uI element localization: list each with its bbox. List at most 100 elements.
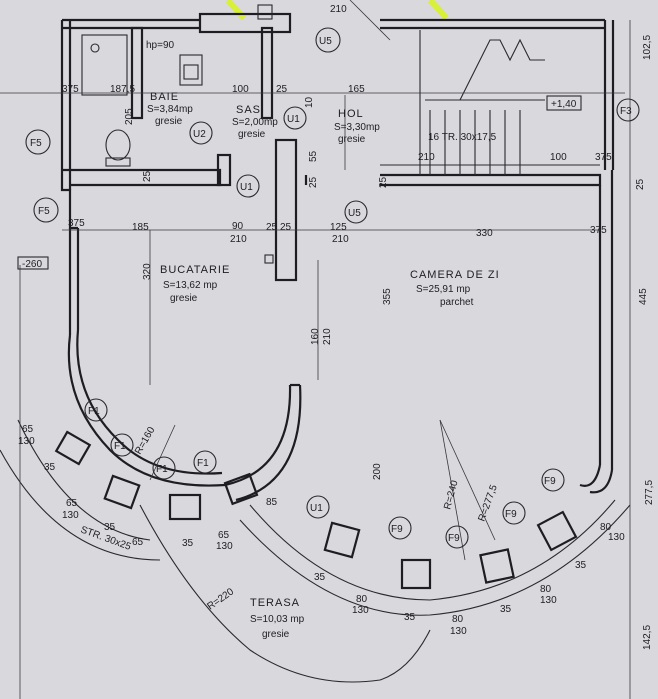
dim-130-c: 130 — [216, 541, 233, 552]
dim-25-g: 25 — [280, 222, 292, 233]
tag-u1-top: U1 — [287, 114, 300, 125]
dim-r2775: R=277,5 — [476, 483, 500, 523]
dim-25-c: 25 — [308, 176, 319, 188]
room-name-bucatarie: BUCATARIE — [160, 264, 230, 276]
room-area-baie: S=3,84mp — [147, 104, 193, 115]
dim-160: 160 — [310, 328, 321, 345]
terrace-arcs — [0, 419, 631, 683]
dim-35-b: 35 — [104, 522, 116, 533]
tag-f5-bottom: F5 — [38, 206, 50, 217]
dim-130-g: 130 — [608, 532, 625, 543]
dim-330: 330 — [476, 228, 493, 239]
opening-tags: F5 F5 U2 U1 U5 U1 U5 F3 F1 F1 F1 F1 U1 F… — [25, 27, 640, 549]
tag-f9-c: F9 — [505, 509, 517, 520]
room-name-hol: HOL — [338, 108, 364, 120]
dim-130-f: 130 — [540, 595, 557, 606]
dim-85: 85 — [266, 497, 278, 508]
highlight-mark-right — [427, 0, 449, 20]
room-area-camera: S=25,91 mp — [416, 284, 471, 295]
dim-25-e: 25 — [635, 178, 646, 190]
tag-f9-a: F9 — [391, 524, 403, 535]
dim-65-a: 65 — [22, 424, 34, 435]
dim-80-b: 80 — [452, 614, 464, 625]
dim-375-d: 375 — [590, 225, 607, 236]
dim-375-c: 375 — [68, 218, 85, 229]
dimension-labels: 210 102,5 375 187,5 100 25 165 10 205 21… — [18, 4, 655, 650]
tag-u5-top: U5 — [319, 36, 332, 47]
dim-210-e: 210 — [322, 328, 333, 345]
dim-205: 205 — [124, 108, 135, 125]
dim-35-e: 35 — [404, 612, 416, 623]
dim-35-d: 35 — [314, 572, 326, 583]
room-name-sas: SAS — [236, 104, 261, 116]
dim-1875: 187,5 — [110, 84, 135, 95]
tag-f1-d: F1 — [197, 458, 209, 469]
dim-25-b: 25 — [142, 170, 153, 182]
tag-f9-d: F9 — [544, 476, 556, 487]
room-labels: BAIE S=3,84mp gresie SAS S=2,00mp gresie… — [147, 91, 500, 640]
dim-210-d: 210 — [332, 234, 349, 245]
tag-u2: U2 — [193, 129, 206, 140]
tag-u1-bottom: U1 — [310, 503, 323, 514]
dim-90: 90 — [232, 221, 244, 232]
dim-35-c: 35 — [182, 538, 194, 549]
dim-200: 200 — [372, 463, 383, 480]
tag-f1-a: F1 — [88, 406, 100, 417]
dim-35-a: 35 — [44, 462, 56, 473]
room-finish-baie: gresie — [155, 116, 183, 127]
highlight-mark-left — [225, 0, 247, 21]
room-name-terasa: TERASA — [250, 597, 300, 609]
tag-u5-mid: U5 — [348, 208, 361, 219]
dim-65-b: 65 — [66, 498, 78, 509]
room-finish-camera: parchet — [440, 297, 474, 308]
tag-f1-b: F1 — [114, 441, 126, 452]
dim-65-d: 65 — [218, 530, 230, 541]
dim-445: 445 — [638, 288, 649, 305]
dim-55: 55 — [308, 150, 319, 162]
dim-80-c: 80 — [540, 584, 552, 595]
tag-f3: F3 — [620, 106, 632, 117]
dim-r220: R=220 — [205, 586, 236, 612]
note-stairs-tr: 16 TR. 30x17,5 — [428, 132, 497, 143]
dim-165: 165 — [348, 84, 365, 95]
dim-130-b: 130 — [62, 510, 79, 521]
dim-25-f: 25 — [266, 222, 278, 233]
dim-25-a: 25 — [276, 84, 288, 95]
dim-2775-side: 277,5 — [644, 480, 655, 505]
room-area-bucatarie: S=13,62 mp — [163, 280, 218, 291]
room-area-sas: S=2,00mp — [232, 117, 278, 128]
dim-210-hol: 210 — [418, 152, 435, 163]
note-neg-level: -260 — [22, 259, 42, 270]
dim-100-a: 100 — [232, 84, 249, 95]
tag-f9-b: F9 — [448, 533, 460, 544]
dim-210-top: 210 — [330, 4, 347, 15]
dim-1425: 142,5 — [642, 625, 653, 650]
walls — [60, 12, 615, 502]
room-finish-bucatarie: gresie — [170, 293, 198, 304]
dim-r160: R=160 — [133, 425, 158, 457]
dim-210-c: 210 — [230, 234, 247, 245]
dim-375-a: 375 — [62, 84, 79, 95]
dim-25-d: 25 — [378, 176, 389, 188]
dim-80-d: 80 — [600, 522, 612, 533]
dim-35-f: 35 — [500, 604, 512, 615]
room-finish-sas: gresie — [238, 129, 266, 140]
note-hp90: hp=90 — [146, 40, 175, 51]
room-area-hol: S=3,30mp — [334, 122, 380, 133]
room-finish-hol: gresie — [338, 134, 366, 145]
dim-80-a: 80 — [356, 594, 368, 605]
tag-f5-top: F5 — [30, 138, 42, 149]
stairs — [380, 30, 600, 175]
tag-f1-c: F1 — [156, 464, 168, 475]
note-level: +1,40 — [551, 99, 577, 110]
dim-100-b: 100 — [550, 152, 567, 163]
dim-375-b: 375 — [595, 152, 612, 163]
dim-35-g: 35 — [575, 560, 587, 571]
room-finish-terasa: gresie — [262, 629, 290, 640]
dim-125: 125 — [330, 222, 347, 233]
dim-130-e: 130 — [450, 626, 467, 637]
dim-130-d: 130 — [352, 605, 369, 616]
dim-185: 185 — [132, 222, 149, 233]
room-name-camera: CAMERA DE ZI — [410, 269, 500, 281]
